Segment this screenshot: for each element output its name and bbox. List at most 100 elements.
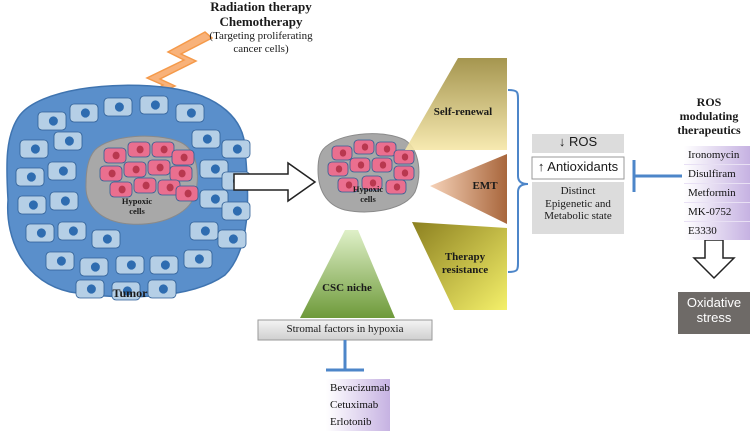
nucleus-icon — [142, 181, 150, 190]
nucleus-icon — [210, 194, 220, 204]
antioxidants-label: ↑ Antioxidants — [537, 159, 619, 174]
nucleus-icon — [160, 145, 168, 154]
therapy-resistance-line-1: Therapy — [444, 251, 486, 263]
nucleus-icon — [184, 189, 192, 198]
nucleus-icon — [108, 169, 116, 178]
therapy-line-1: Radiation therapy — [210, 0, 312, 14]
nucleus-icon — [102, 234, 112, 244]
nucleus-icon — [393, 183, 401, 191]
nucleus-icon — [200, 226, 210, 236]
distinct-line-3: Metabolic state — [544, 210, 612, 223]
nucleus-icon — [112, 151, 120, 160]
nucleus-icon — [114, 102, 124, 112]
therapy-note-line-2: cancer cells) — [233, 42, 289, 55]
nucleus-icon — [194, 254, 204, 264]
stromal-factors-label: Stromal factors in hypoxia — [286, 323, 404, 335]
therapy-note: (Targeting proliferating cancer cells) — [196, 30, 326, 55]
nucleus-icon — [232, 144, 242, 154]
nucleus-icon — [68, 226, 78, 236]
oxidative-line-1: Oxidative — [686, 295, 742, 310]
nucleus-icon — [118, 185, 126, 194]
csc-niche-label: CSC niche — [322, 282, 372, 294]
oxidative-line-2: stress — [696, 309, 732, 325]
nucleus-icon — [186, 108, 196, 118]
nucleus-icon — [232, 206, 242, 216]
distinct-state-label: Distinct Epigenetic and Metabolic state — [532, 185, 624, 223]
oxidative-stress-box — [678, 292, 750, 334]
nucleus-icon — [202, 134, 212, 144]
nucleus-icon — [357, 161, 365, 169]
ros-title-line-2: modulating — [679, 108, 739, 123]
nucleus-icon — [60, 196, 70, 206]
nucleus-icon — [158, 284, 168, 294]
niche-hypoxic-line-2: cells — [360, 193, 376, 204]
ros-box — [532, 134, 624, 153]
nucleus-icon — [58, 166, 68, 176]
ros-title-line-3: therapeutics — [677, 122, 741, 137]
nucleus-icon — [228, 234, 238, 244]
drug-metformin: Metformin — [684, 184, 750, 202]
nucleus-icon — [156, 163, 164, 172]
drug-cetuximab: Cetuximab — [326, 396, 390, 414]
antioxidants-box — [531, 156, 625, 180]
niche-hypoxic-line-1: Hypoxic — [352, 184, 384, 194]
emt-triangle — [430, 154, 507, 224]
ros-title-line-1: ROS — [696, 95, 722, 109]
nucleus-icon — [369, 179, 377, 187]
therapy-resistance-triangle — [412, 222, 507, 310]
nucleus-icon — [126, 260, 136, 270]
nucleus-icon — [383, 145, 391, 153]
nucleus-icon — [210, 164, 220, 174]
tumor-hypoxic-line-2: cells — [129, 205, 145, 216]
nucleus-icon — [401, 153, 409, 161]
distinct-line-1: Distinct — [560, 185, 596, 197]
nucleus-icon — [48, 116, 58, 126]
nucleus-icon — [86, 284, 96, 294]
nucleus-icon — [345, 181, 353, 189]
nucleus-icon — [339, 149, 347, 157]
nucleus-icon — [36, 228, 46, 238]
tumor-hypoxic-cells-group — [99, 141, 199, 202]
oxidative-stress-label: Oxidative stress — [678, 295, 750, 326]
hollow-down-arrow-icon — [692, 239, 736, 280]
nucleus-icon — [90, 262, 100, 272]
nucleus-icon — [160, 260, 170, 270]
nucleus-icon — [361, 143, 369, 151]
nucleus-icon — [401, 169, 409, 177]
nucleus-icon — [30, 144, 40, 154]
bracket-icon — [507, 89, 529, 273]
csc-niche-triangle — [300, 230, 395, 318]
emt-label: EMT — [472, 180, 498, 192]
nucleus-icon — [150, 100, 160, 110]
nucleus-icon — [64, 136, 74, 146]
distinct-state-box — [532, 182, 624, 234]
drug-bevacizumab: Bevacizumab — [326, 379, 390, 397]
nucleus-icon — [26, 172, 36, 182]
nucleus-icon — [379, 161, 387, 169]
tumor-hypoxic-label: Hypoxic cells — [112, 196, 162, 217]
nucleus-icon — [136, 145, 144, 154]
hollow-right-arrow-icon — [233, 161, 317, 203]
niche-hypoxic-cells-group — [327, 139, 415, 195]
therapy-line-2: Chemotherapy — [219, 13, 303, 29]
ros-label: ↓ ROS — [558, 134, 598, 149]
tumor-hypoxic-line-1: Hypoxic — [121, 196, 153, 206]
self-renewal-label: Self-renewal — [433, 106, 493, 118]
therapy-title: Radiation therapy Chemotherapy — [196, 0, 326, 30]
drug-disulfiram: Disulfiram — [684, 165, 750, 183]
nucleus-icon — [166, 183, 174, 192]
nucleus-icon — [335, 165, 343, 173]
nucleus-icon — [56, 256, 66, 266]
drug-erlotonib: Erlotonib — [326, 413, 390, 431]
nucleus-icon — [178, 169, 186, 178]
therapy-resistance-line-2: resistance — [441, 263, 489, 276]
distinct-line-2: Epigenetic and — [545, 197, 611, 210]
drug-ironomycin: Ironomycin — [684, 146, 750, 164]
therapy-note-line-1: (Targeting proliferating — [209, 30, 313, 42]
nucleus-icon — [80, 108, 90, 118]
nucleus-icon — [132, 165, 140, 174]
nucleus-icon — [28, 200, 38, 210]
ros-therapeutics-title: ROS modulating therapeutics — [664, 95, 750, 137]
self-renewal-triangle — [405, 58, 507, 150]
